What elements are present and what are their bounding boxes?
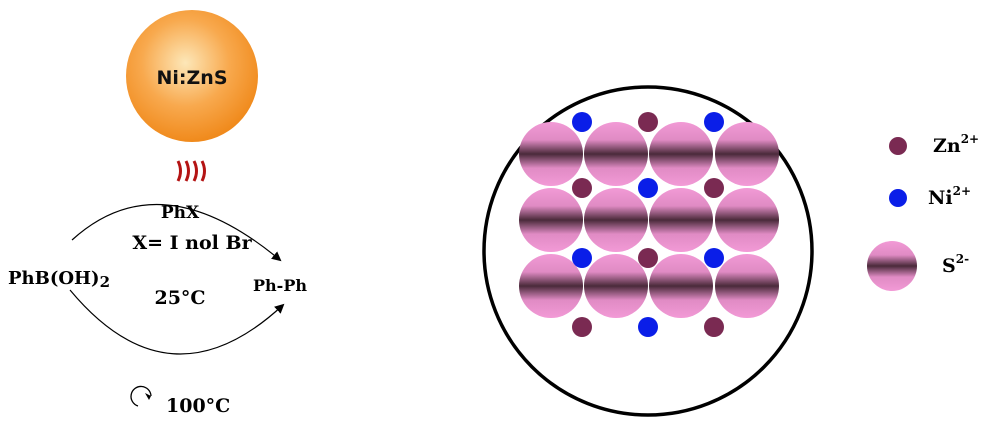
s-ion [715, 188, 779, 252]
s-ion-swatch [867, 241, 917, 291]
upper-cycle-arrow [71, 203, 282, 262]
zn-ion [638, 248, 658, 268]
s-legend-label: S2- [942, 252, 969, 277]
ultrasound-waves-icon [176, 160, 206, 182]
s-ion [519, 188, 583, 252]
nanoparticle-label: Ni:ZnS [157, 67, 228, 89]
ni-ion [704, 112, 724, 132]
legend-item-zn: Zn2+ [889, 132, 979, 157]
ni-legend-label: Ni2+ [928, 184, 971, 209]
legend-item-s: S2- [867, 241, 969, 291]
legend-item-ni: Ni2+ [889, 184, 971, 209]
ni-ion [572, 112, 592, 132]
s-ion [649, 254, 713, 318]
s-ion [649, 122, 713, 186]
ni-ion-swatch [889, 189, 907, 207]
ni-ion [638, 178, 658, 198]
rotate-arrow-head-icon [145, 393, 151, 400]
s-ion [649, 188, 713, 252]
zn-ion [572, 317, 592, 337]
zn-ion [638, 112, 658, 132]
s-ion [584, 254, 648, 318]
zn-legend-label: Zn2+ [933, 132, 979, 157]
catalytic-cycle: PhX X= I nol Br PhB(OH)2 25°C Ph-Ph [8, 203, 307, 355]
zn-ion-swatch [889, 137, 907, 155]
substrate-label: PhB(OH)2 [8, 268, 110, 291]
s-ion [519, 122, 583, 186]
s-ion [584, 188, 648, 252]
product-label: Ph-Ph [253, 276, 307, 295]
zinc-ions [572, 112, 724, 337]
s-ion [519, 254, 583, 318]
s-ion [584, 122, 648, 186]
nanoparticle-sphere [126, 10, 258, 142]
lower-cycle-arrow [69, 289, 285, 355]
ni-zns-nanoparticle: Ni:ZnS [126, 10, 258, 142]
zn-ion [572, 178, 592, 198]
rotate-arrow-icon [130, 385, 152, 407]
ni-ion [704, 248, 724, 268]
reagent-label: PhX [161, 203, 200, 223]
s-ion [715, 254, 779, 318]
sulfide-ions [519, 122, 779, 318]
recycle-heat: 100°C [130, 385, 230, 417]
ni-ion [572, 248, 592, 268]
zns-lattice [482, 85, 814, 417]
s-ion [715, 122, 779, 186]
recycle-temperature-label: 100°C [166, 395, 230, 417]
halogen-condition-label: X= I nol Br [132, 232, 252, 254]
temperature-label: 25°C [154, 287, 205, 309]
zn-ion [704, 178, 724, 198]
legend: Zn2+ Ni2+ S2- [867, 132, 979, 291]
nickel-ions [572, 112, 724, 337]
zn-ion [704, 317, 724, 337]
ni-ion [638, 317, 658, 337]
